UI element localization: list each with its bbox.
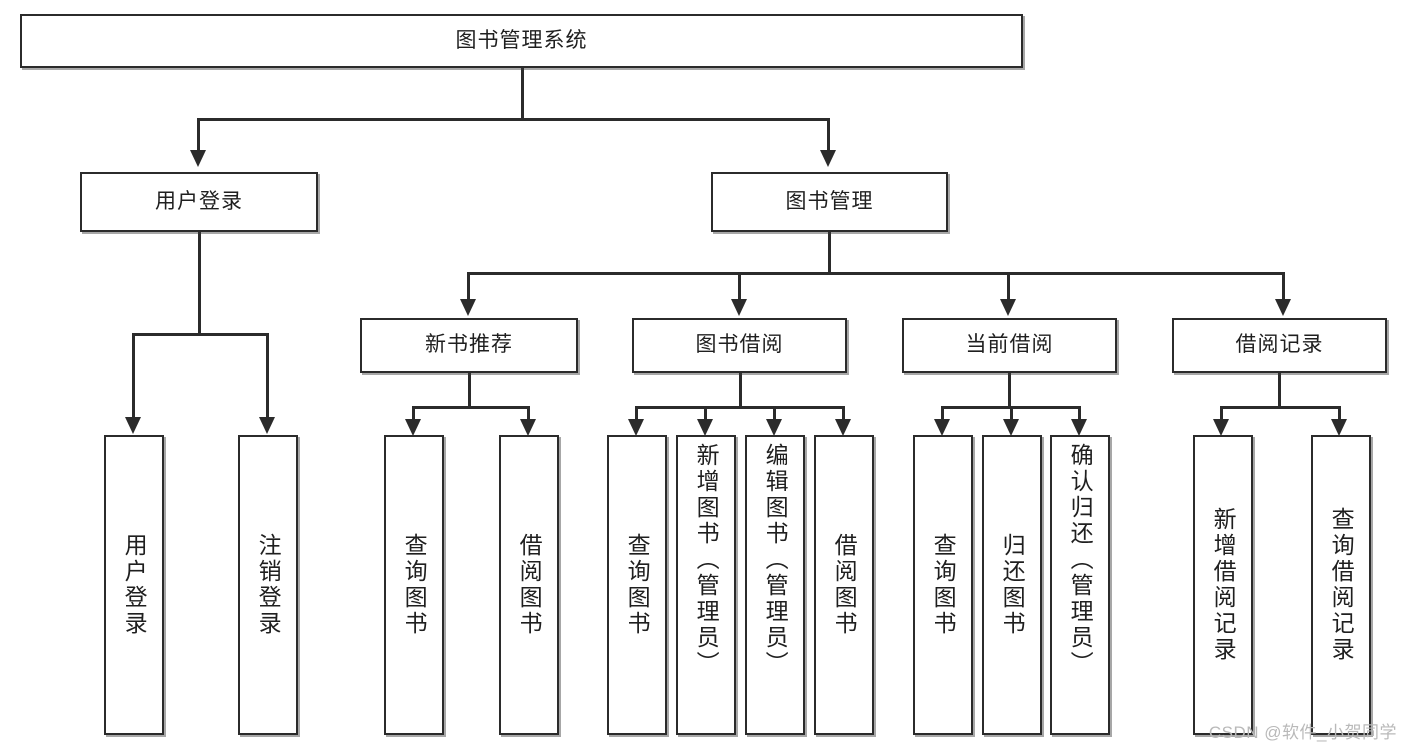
connector-nbr-branch-1: [412, 406, 415, 420]
node-label: 图书管理: [785, 189, 874, 213]
arrowhead-nbr-leaf-1: [405, 419, 421, 436]
connector-root-bus: [197, 118, 829, 121]
connector-bm-branch-2: [738, 272, 741, 300]
leaf-nbr-borrow-book[interactable]: 借阅图书: [499, 435, 559, 735]
leaf-bb-query-book[interactable]: 查询图书: [607, 435, 667, 735]
arrowhead-bb-leaf-2: [697, 419, 713, 436]
leaf-cb-return-book[interactable]: 归还图书: [982, 435, 1042, 735]
node-label: 编辑图书（管理员）: [762, 443, 789, 677]
arrowhead-br-leaf-2: [1331, 419, 1347, 436]
node-label: 确认归还（管理员）: [1067, 443, 1094, 677]
node-label: 图书管理系统: [455, 28, 588, 52]
node-current-borrow[interactable]: 当前借阅: [902, 318, 1117, 373]
leaf-cb-confirm-return-admin[interactable]: 确认归还（管理员）: [1050, 435, 1110, 735]
connector-cb-branch-1: [941, 406, 944, 420]
connector-user-login-bus: [132, 333, 269, 336]
arrowhead-br-leaf-1: [1213, 419, 1229, 436]
node-label: 归还图书: [999, 533, 1026, 637]
connector-bb-bus: [635, 406, 845, 409]
node-label: 查询图书: [401, 533, 428, 637]
arrowhead-cb-leaf-1: [934, 419, 950, 436]
leaf-br-add-record[interactable]: 新增借阅记录: [1193, 435, 1253, 735]
connector-user-login-stem: [198, 232, 201, 335]
arrowhead-user-login-leaf-1: [125, 417, 141, 434]
arrowhead-book-borrow: [731, 299, 747, 316]
node-label: 借阅图书: [516, 533, 543, 637]
node-label: 注销登录: [255, 533, 282, 637]
connector-br-branch-2: [1338, 406, 1341, 420]
node-new-book-recommend[interactable]: 新书推荐: [360, 318, 578, 373]
leaf-bb-borrow-book[interactable]: 借阅图书: [814, 435, 874, 735]
connector-nbr-branch-2: [527, 406, 530, 420]
arrowhead-bb-leaf-3: [766, 419, 782, 436]
connector-br-stem: [1278, 373, 1281, 408]
leaf-bb-edit-book-admin[interactable]: 编辑图书（管理员）: [745, 435, 805, 735]
connector-br-bus: [1220, 406, 1341, 409]
node-root-book-management-system[interactable]: 图书管理系统: [20, 14, 1023, 68]
leaf-br-query-record[interactable]: 查询借阅记录: [1311, 435, 1371, 735]
node-user-login[interactable]: 用户登录: [80, 172, 318, 232]
arrowhead-to-user-login: [190, 150, 206, 167]
node-label: 用户登录: [121, 533, 148, 637]
arrowhead-bb-leaf-4: [835, 419, 851, 436]
node-label: 新增图书（管理员）: [693, 443, 720, 677]
node-label: 借阅记录: [1235, 333, 1324, 357]
leaf-logout[interactable]: 注销登录: [238, 435, 298, 735]
connector-nbr-stem: [468, 373, 471, 408]
node-book-management[interactable]: 图书管理: [711, 172, 948, 232]
arrowhead-current-borrow: [1000, 299, 1016, 316]
connector-user-login-branch-1: [132, 333, 135, 418]
node-label: 查询借阅记录: [1328, 507, 1355, 663]
node-label: 查询图书: [624, 533, 651, 637]
arrowhead-new-book-recommend: [460, 299, 476, 316]
connector-book-management-stem: [828, 232, 831, 274]
arrowhead-cb-leaf-2: [1003, 419, 1019, 436]
leaf-nbr-query-book[interactable]: 查询图书: [384, 435, 444, 735]
arrowhead-user-login-leaf-2: [259, 417, 275, 434]
connector-cb-stem: [1008, 373, 1011, 408]
node-label: 查询图书: [930, 533, 957, 637]
node-label: 借阅图书: [831, 533, 858, 637]
connector-root-stem: [521, 68, 524, 120]
connector-bm-branch-1: [467, 272, 470, 300]
connector-nbr-bus: [412, 406, 530, 409]
connector-root-to-user-login: [197, 118, 200, 151]
node-label: 图书借阅: [695, 333, 784, 357]
arrowhead-to-book-management: [820, 150, 836, 167]
arrowhead-nbr-leaf-2: [520, 419, 536, 436]
connector-bm-branch-3: [1007, 272, 1010, 300]
connector-root-to-book-management: [827, 118, 830, 151]
connector-cb-branch-2: [1010, 406, 1013, 420]
connector-bb-stem: [739, 373, 742, 408]
node-label: 新书推荐: [425, 333, 513, 357]
leaf-cb-query-book[interactable]: 查询图书: [913, 435, 973, 735]
arrowhead-borrow-record: [1275, 299, 1291, 316]
connector-br-branch-1: [1220, 406, 1223, 420]
connector-user-login-branch-2: [266, 333, 269, 418]
node-label: 用户登录: [155, 189, 243, 213]
arrowhead-cb-leaf-3: [1071, 419, 1087, 436]
connector-book-management-bus: [467, 272, 1285, 275]
leaf-user-login[interactable]: 用户登录: [104, 435, 164, 735]
connector-bb-branch-1: [635, 406, 638, 420]
connector-bb-branch-2: [704, 406, 707, 420]
node-label: 新增借阅记录: [1210, 507, 1237, 663]
connector-cb-branch-3: [1078, 406, 1081, 420]
watermark-text: CSDN @软件_小贺同学: [1208, 723, 1397, 742]
leaf-bb-add-book-admin[interactable]: 新增图书（管理员）: [676, 435, 736, 735]
connector-bb-branch-4: [842, 406, 845, 420]
node-label: 当前借阅: [965, 333, 1054, 357]
arrowhead-bb-leaf-1: [628, 419, 644, 436]
connector-bb-branch-3: [773, 406, 776, 420]
node-book-borrow[interactable]: 图书借阅: [632, 318, 847, 373]
node-borrow-record[interactable]: 借阅记录: [1172, 318, 1387, 373]
connector-bm-branch-4: [1282, 272, 1285, 300]
